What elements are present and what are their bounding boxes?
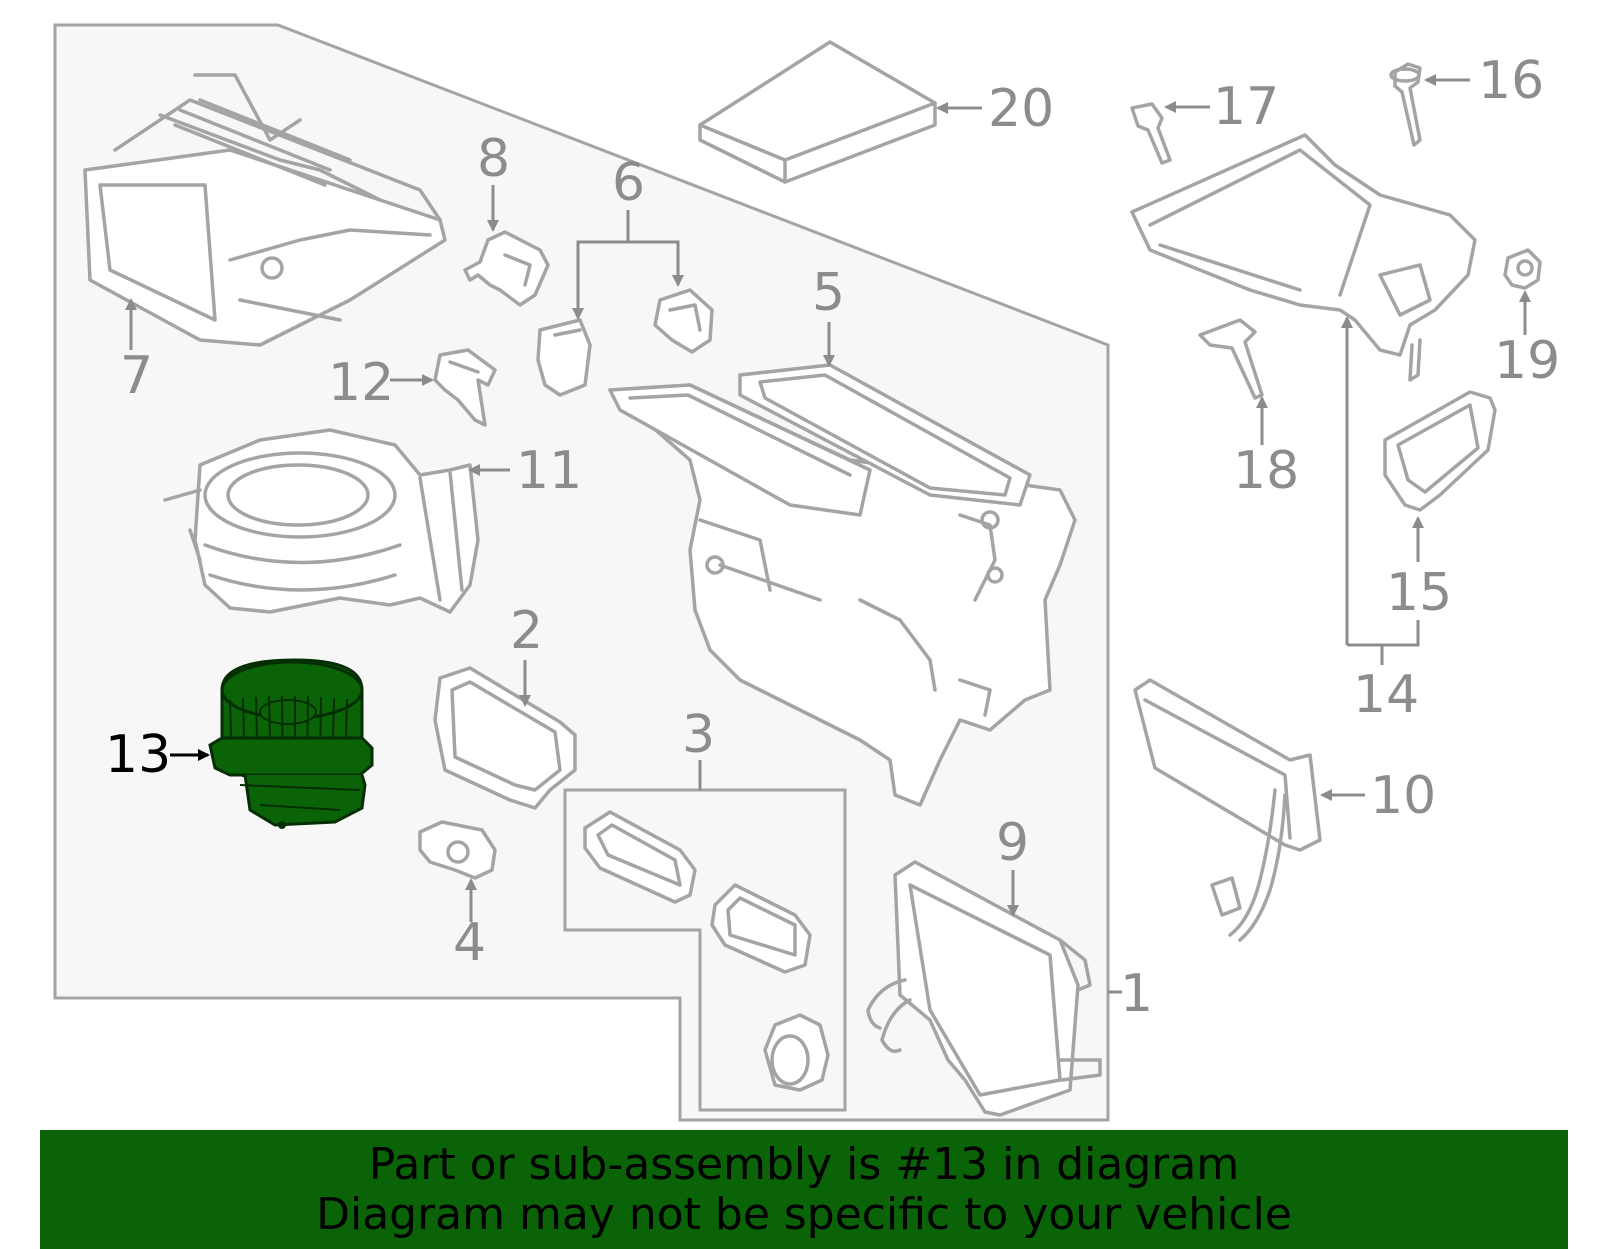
part-4-expansion-valve [418,820,497,880]
part-15-seal [1383,390,1497,512]
callout-9: 9 [996,813,1029,873]
callout-12: 12 [328,353,394,413]
callout-17: 17 [1213,77,1279,137]
callout-19: 19 [1494,331,1560,391]
info-banner: Part or sub-assembly is #13 in diagram D… [40,1130,1568,1249]
callout-5: 5 [812,263,845,323]
part-10-heater-core [1133,678,1322,942]
callout-1: 1 [1120,964,1153,1024]
part-13-blower-motor [208,658,374,829]
part-20-filter-cover [698,40,937,184]
callout-3: 3 [682,705,715,765]
callout-16: 16 [1478,51,1544,111]
part-16-pushpin [1389,62,1422,147]
callout-20: 20 [988,79,1054,139]
callout-14: 14 [1353,665,1419,725]
callout-11: 11 [516,441,582,501]
part-19-grommet [1503,248,1542,290]
banner-line-disclaimer: Diagram may not be specific to your vehi… [316,1188,1292,1240]
callout-14-bracket [1347,620,1420,647]
part-8-actuator [463,230,550,307]
part-12-bracket [433,348,497,427]
callout-15: 15 [1386,563,1452,623]
part-6-actuators [536,288,714,397]
part-14-duct [1130,133,1477,382]
part-11-blower-housing [163,428,480,614]
callout-8: 8 [477,129,510,189]
callout-7: 7 [120,346,153,406]
callout-2: 2 [510,601,543,661]
part-9-evaporator [866,860,1102,1117]
part-5-hvac-case [608,363,1077,807]
part-18-pushpin [1198,318,1264,400]
callout-13: 13 [105,725,171,785]
part-7-upper-case [83,73,447,347]
banner-line-part-number: Part or sub-assembly is #13 in diagram [368,1138,1240,1190]
callout-6: 6 [612,153,645,213]
callout-10: 10 [1370,766,1436,826]
part-17-clip [1130,102,1172,165]
callout-18: 18 [1233,441,1299,501]
callout-4: 4 [453,913,486,973]
part-3-seals [583,810,830,1092]
